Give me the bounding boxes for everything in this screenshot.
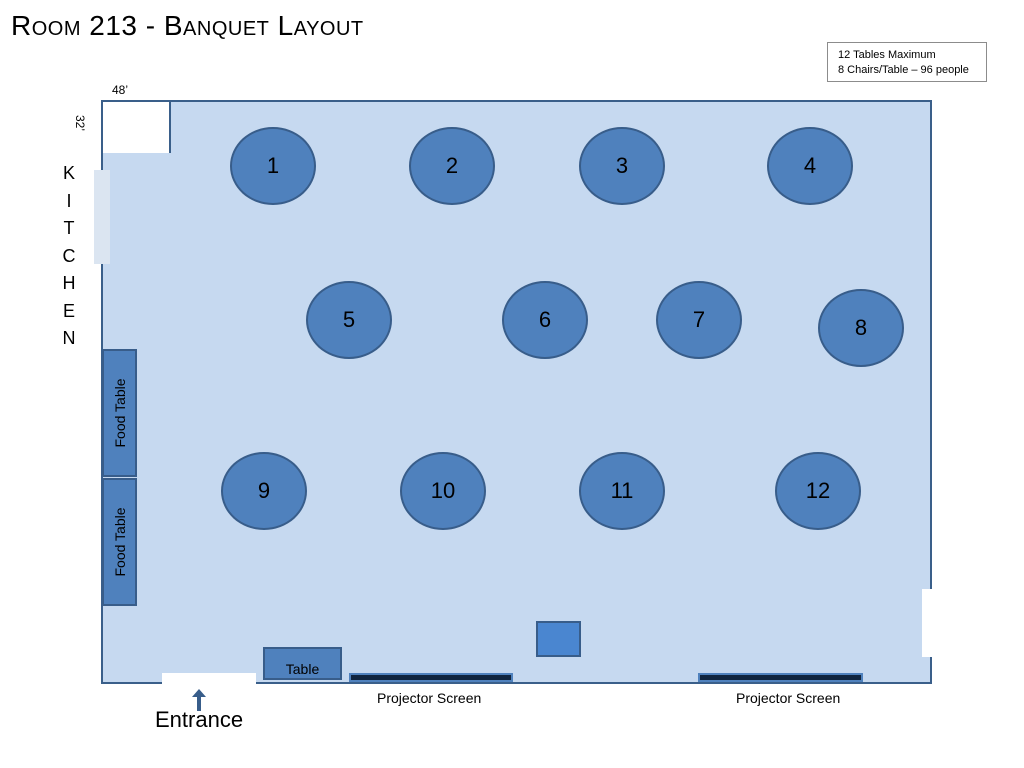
kitchen-label: K I T C H E N <box>62 163 76 348</box>
table-7: 7 <box>656 281 742 359</box>
food-table-label: Food Table <box>111 378 128 448</box>
table-1: 1 <box>230 127 316 205</box>
room-depth-label: 32’ <box>73 114 88 132</box>
page-title: Room 213 - Banquet Layout <box>11 10 364 41</box>
table-4: 4 <box>767 127 853 205</box>
table-9: 9 <box>221 452 307 530</box>
entrance-label: Entrance <box>155 707 244 732</box>
projector-screen-right <box>698 673 863 682</box>
capacity-tables: 12 Tables Maximum <box>838 49 936 61</box>
projector-screen-label-right: Projector Screen <box>736 690 841 706</box>
capacity-note: 12 Tables Maximum 8 Chairs/Table – 96 pe… <box>827 42 987 82</box>
kitchen-door <box>94 170 110 264</box>
table-8: 8 <box>818 289 904 367</box>
food-table-lower: Food Table <box>102 478 137 606</box>
table-10: 10 <box>400 452 486 530</box>
podium <box>536 621 581 657</box>
table-5: 5 <box>306 281 392 359</box>
table-3: 3 <box>579 127 665 205</box>
entrance-opening <box>162 673 256 687</box>
table-12: 12 <box>775 452 861 530</box>
table-6: 6 <box>502 281 588 359</box>
room-width-label: 48’ <box>112 83 129 97</box>
side-table: Table <box>263 647 342 680</box>
kitchen-notch-edge <box>169 102 171 153</box>
projector-screen-label-left: Projector Screen <box>377 690 482 706</box>
up-arrow-icon <box>192 689 206 711</box>
food-table-label: Food Table <box>111 507 128 577</box>
table-2: 2 <box>409 127 495 205</box>
right-wall-opening <box>922 589 934 657</box>
capacity-people: 8 Chairs/Table – 96 people <box>838 64 969 76</box>
table-11: 11 <box>579 452 665 530</box>
kitchen-notch <box>103 102 169 153</box>
projector-screen-left <box>349 673 513 682</box>
food-table-upper: Food Table <box>102 349 137 477</box>
